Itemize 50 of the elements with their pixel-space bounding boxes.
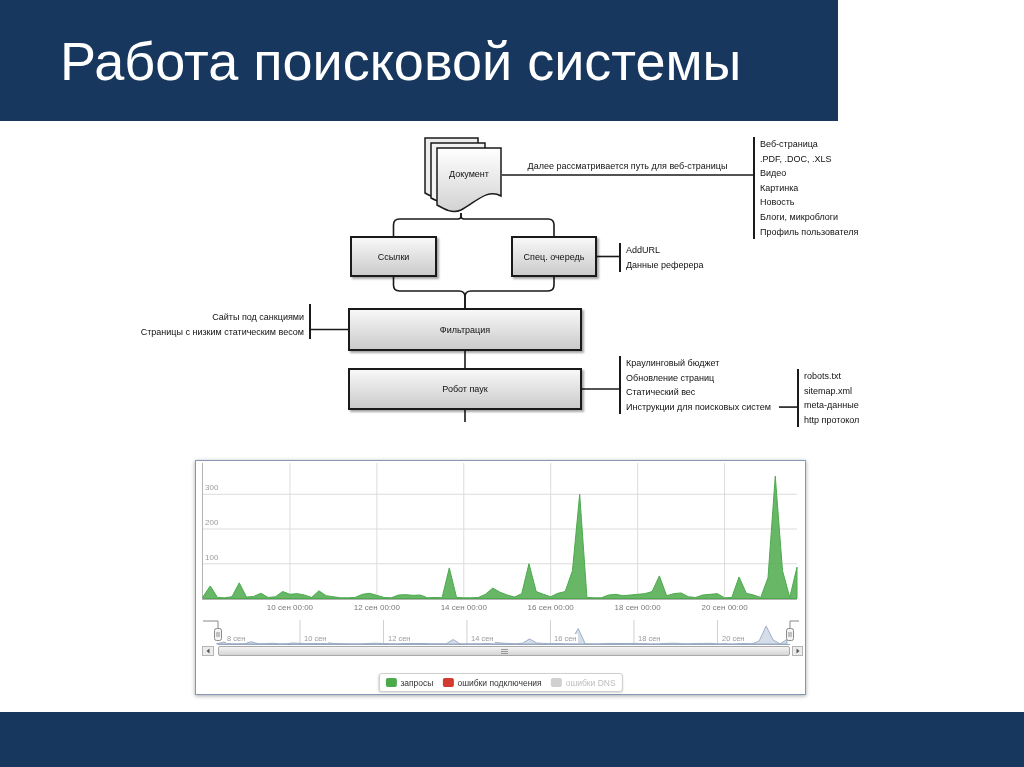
list-item: Веб-страница xyxy=(760,138,818,151)
axis-tick-label: 20 сен 00:00 xyxy=(701,603,748,612)
axis-tick-label: 10 сен 00:00 xyxy=(266,603,314,612)
axis-tick-label: 18 сен 00:00 xyxy=(614,603,661,612)
list-item: Профиль пользователя xyxy=(760,225,859,239)
list-item: Инструкции для поисковых систем xyxy=(626,400,771,414)
axis-tick-label: 200 xyxy=(205,518,219,527)
process-box xyxy=(348,368,582,410)
box-label: Спец. очередь xyxy=(523,250,585,263)
list-item: Картинка xyxy=(760,181,799,195)
legend-label: ошибки подключения xyxy=(457,677,542,688)
list-item: Данные реферера xyxy=(626,258,704,272)
list-item: sitemap.xml xyxy=(804,384,852,398)
axis-tick-label: 14 сен 00:00 xyxy=(440,603,487,612)
process-box xyxy=(511,236,597,277)
connector-line xyxy=(310,328,349,331)
list-item: http протокол xyxy=(804,413,860,427)
connector-line xyxy=(460,212,555,237)
list-item: Страницы с низким статическим весом xyxy=(140,325,304,339)
list-item: Обновление страниц xyxy=(626,371,715,385)
box-label: Робот паук xyxy=(442,383,488,395)
axis-tick-label: 16 сен 00:00 xyxy=(527,603,574,612)
process-box xyxy=(348,308,582,351)
list-item: Краулинговый бюджет xyxy=(626,357,720,370)
list-item: robots.txt xyxy=(804,370,841,383)
process-box xyxy=(350,236,437,277)
box-label: Фильтрация xyxy=(439,323,491,336)
connector-line xyxy=(464,409,466,423)
axis-tick-label: 100 xyxy=(205,552,219,562)
axis-tick-label: 300 xyxy=(205,483,219,493)
box-label: Ссылки xyxy=(377,250,410,263)
legend-label: запросы xyxy=(400,677,434,688)
list-item: .PDF, .DOC, .XLS xyxy=(760,152,832,166)
node-label: Документ xyxy=(449,168,489,180)
connector-line xyxy=(501,174,754,176)
connector-line xyxy=(464,350,466,369)
connector-line xyxy=(581,388,620,390)
list-item: Видео xyxy=(760,167,787,181)
connector-line xyxy=(596,255,620,258)
list-item: AddURL xyxy=(626,244,661,257)
list-item: Новость xyxy=(760,196,795,210)
connector-line xyxy=(778,406,798,408)
axis-tick-label: 12 сен 00:00 xyxy=(353,603,400,612)
list-item: Сайты под санкциями xyxy=(212,311,304,324)
list-item: Статический вес xyxy=(626,386,696,400)
edge-label: Далее рассматривается путь для веб-страницы xyxy=(525,160,730,172)
legend-label: ошибки DNS xyxy=(565,677,616,688)
slide-title: Работа поисковой системы xyxy=(60,30,742,92)
list-item: Блоги, микроблоги xyxy=(760,210,839,224)
list-item: meta-данные xyxy=(804,399,859,413)
